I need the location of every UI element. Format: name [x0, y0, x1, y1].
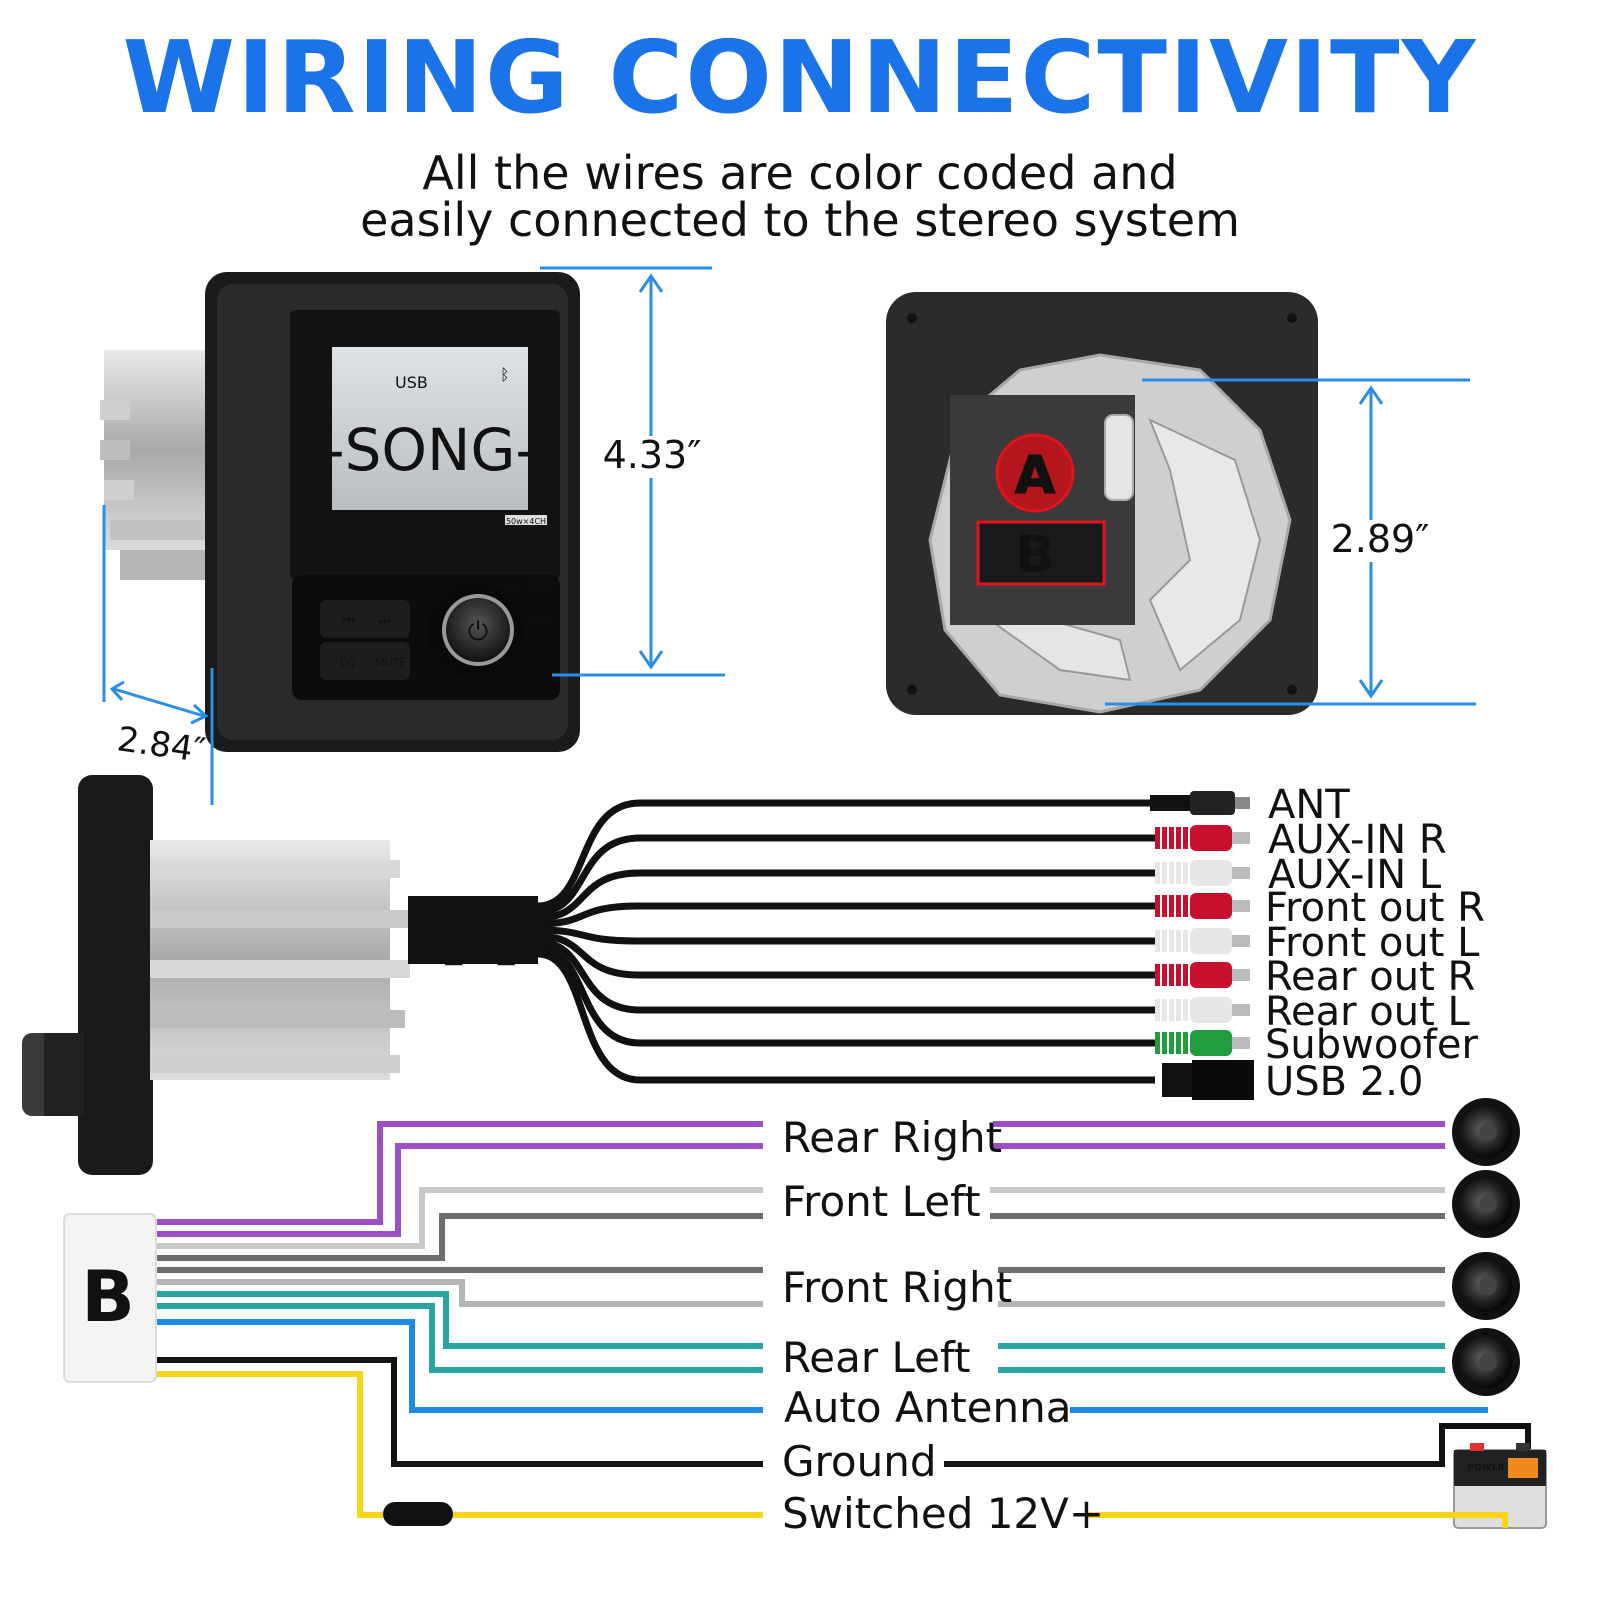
subtitle-line-1: All the wires are color coded and — [422, 146, 1178, 200]
mute-button[interactable]: MUTE — [375, 656, 406, 669]
side-unit — [22, 775, 410, 1175]
speaker-icon — [1452, 1328, 1520, 1396]
prev-button[interactable] — [320, 600, 410, 638]
harness-a-output: Front out R — [537, 885, 1485, 931]
page-title: WIRING CONNECTIVITY — [122, 19, 1478, 136]
rear-connector-b-label: B — [1015, 525, 1055, 585]
harness-b-wire-label: Switched 12V+ — [782, 1489, 1104, 1538]
harness-a-output-label: Front out R — [1265, 885, 1485, 931]
harness-b-wire-label: Front Left — [782, 1177, 981, 1226]
battery-icon: POWER — [1453, 1443, 1547, 1529]
harness-a-output-label: AUX-IN L — [1268, 852, 1442, 898]
bluetooth-icon: ᛒ — [500, 365, 510, 384]
speaker-icon — [1452, 1170, 1520, 1238]
wire-auto-antenna: Auto Antenna — [156, 1319, 1488, 1432]
power-badge: 50w×4CH — [506, 517, 546, 526]
harness-a-output: Rear out R — [537, 932, 1475, 1000]
harness-a-output: Front out L — [537, 920, 1480, 966]
wire-rear-right: Rear Right — [156, 1098, 1520, 1237]
harness-a-output-label: Rear out R — [1265, 954, 1475, 1000]
front-unit: USB ᛒ -SONG- 50w×4CH ⏮ ⏭ EQ MUTE MODE BA… — [100, 272, 580, 752]
harness-a-output: Rear out L — [537, 938, 1471, 1035]
speaker-icon — [1452, 1252, 1520, 1320]
battery-label: POWER — [1467, 1463, 1504, 1473]
front-height-label: 4.33″ — [603, 433, 702, 477]
lcd-main-text: -SONG- — [324, 416, 537, 484]
wire-front-left: Front Left — [156, 1170, 1520, 1261]
harness-a-output: ANT — [537, 782, 1350, 910]
harness-b-wire-label: Front Right — [782, 1263, 1012, 1312]
ch-plus-button[interactable]: CH+ — [530, 617, 553, 628]
prev-icon: ⏮ — [343, 613, 356, 629]
front-depth-label: 2.84″ — [115, 719, 208, 771]
wire-switched-12v: Switched 12V+ — [156, 1371, 1508, 1538]
harness-a-label: A — [444, 880, 515, 987]
rear-unit: A B — [886, 292, 1318, 715]
rear-connector-b — [976, 520, 1106, 586]
harness-b-wire-label: Rear Left — [782, 1333, 971, 1382]
next-icon: ⏭ — [378, 613, 391, 629]
band-button[interactable]: BAND — [528, 580, 557, 591]
harness-a-output: AUX-IN R — [537, 817, 1447, 916]
harness-b-label: B — [81, 1256, 134, 1338]
lcd-screen — [332, 347, 528, 510]
rear-connector-a-label: A — [1015, 446, 1055, 506]
harness-b-wire-label: Rear Right — [782, 1113, 1002, 1162]
harness-a-output-label: AUX-IN R — [1268, 817, 1447, 863]
harness-a-output: USB 2.0 — [537, 950, 1423, 1105]
fuse-holder — [383, 1502, 453, 1526]
mode-button[interactable]: MODE — [492, 584, 523, 595]
wire-front-right: Front Right — [156, 1252, 1520, 1320]
harness-b-wire-label: Ground — [782, 1437, 937, 1486]
rear-connector-a — [995, 433, 1075, 513]
harness-a-output: AUX-IN L — [537, 852, 1442, 922]
harness-a-output-label: Rear out L — [1265, 989, 1471, 1035]
connector-b-plug: B — [63, 1213, 157, 1383]
subtitle-line-2: easily connected to the stereo system — [360, 193, 1240, 247]
harness-a-output: Subwoofer — [537, 944, 1478, 1068]
harness-a-output-label: USB 2.0 — [1265, 1059, 1423, 1105]
harness-a-output-label: Subwoofer — [1265, 1022, 1478, 1068]
heat-sink — [100, 350, 230, 580]
lcd-source-text: USB — [395, 373, 428, 392]
rear-height-label: 2.89″ — [1331, 517, 1430, 561]
power-icon: ⏻ — [468, 617, 489, 647]
harness-a-output-label: Front out L — [1265, 920, 1480, 966]
speaker-icon — [1452, 1098, 1520, 1166]
eq-button[interactable]: EQ — [340, 656, 356, 669]
harness-a-output-label: ANT — [1268, 782, 1350, 828]
harness-b-wire-label: Auto Antenna — [784, 1383, 1072, 1432]
wire-rear-left: Rear Left — [156, 1291, 1520, 1396]
